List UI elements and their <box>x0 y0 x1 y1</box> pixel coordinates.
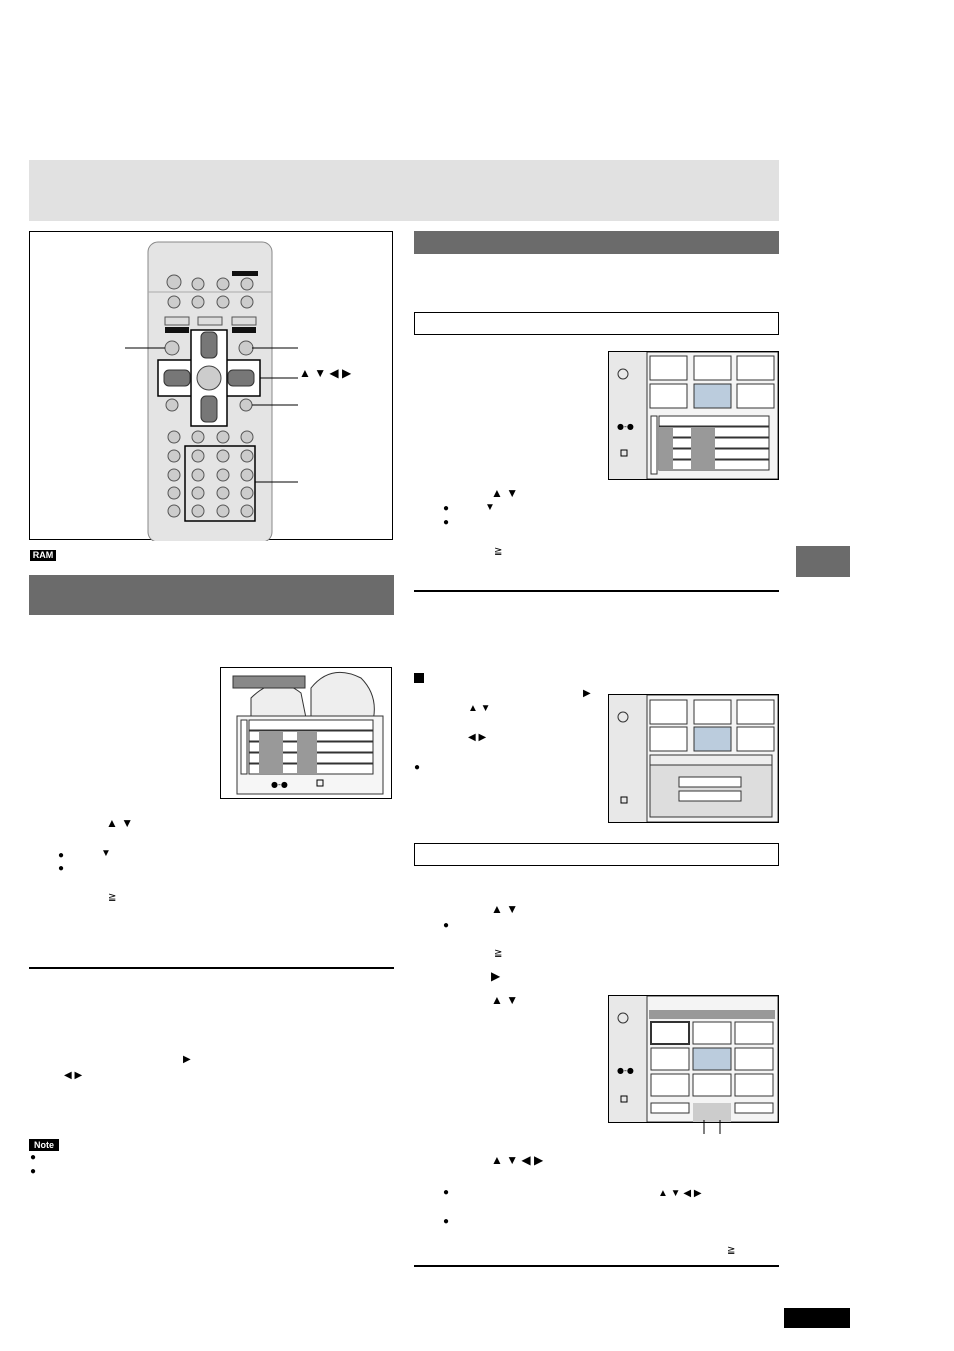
header-band <box>29 160 779 221</box>
chapter-tab <box>796 546 850 577</box>
screen-3-callout-lines <box>703 1120 721 1134</box>
page-number-box <box>784 1308 850 1328</box>
right-right-arrow-2: ▶ <box>491 969 501 983</box>
bullet: ● <box>443 1216 450 1227</box>
menu-screen-illustration: ●-● <box>221 668 391 798</box>
right-up-down-arrows-3: ▲ ▼ <box>491 993 519 1007</box>
left-ge-symbol: ≧ <box>108 892 117 903</box>
right-right-arrow-1: ▶ <box>583 688 591 699</box>
right-four-arrows: ▲ ▼ ◀ ▶ <box>491 1153 544 1167</box>
right-left-right-arrows: ◀ ▶ <box>468 732 487 743</box>
left-up-down-arrows: ▲ ▼ <box>106 816 134 830</box>
right-up-down-arrows-2: ▲ ▼ <box>491 902 519 916</box>
remote-control-illustration <box>125 241 298 543</box>
note-badge: Note <box>29 1139 59 1151</box>
right-down-arrow: ▼ <box>485 502 495 513</box>
right-divider-2 <box>414 1265 779 1267</box>
right-ge-symbol-3: ≧ <box>727 1245 736 1256</box>
right-four-arrows-small: ▲ ▼ ◀ ▶ <box>658 1188 702 1199</box>
dpad-arrows-label: ▲ ▼ ◀ ▶ <box>299 366 352 380</box>
bullet: ● <box>443 1187 450 1198</box>
bullet: ● <box>58 863 65 874</box>
thumbnail-screen-1: ●-● <box>608 351 779 480</box>
ram-badge: RAM <box>30 550 56 561</box>
thumbnail-screen-2-illustration <box>609 694 779 823</box>
right-up-down-arrows-small: ▲ ▼ <box>468 703 491 714</box>
right-subheading-1 <box>414 312 779 335</box>
left-divider <box>29 967 394 969</box>
svg-text:●-●: ●-● <box>617 1066 634 1075</box>
menu-screen-image: ●-● <box>220 667 392 799</box>
bullet: ● <box>443 517 450 528</box>
square-marker <box>414 673 424 683</box>
bullet: ● <box>58 850 65 861</box>
left-right-arrow: ▶ <box>183 1054 191 1065</box>
left-down-arrow: ▼ <box>101 848 111 859</box>
thumbnail-screen-3-illustration: ●-● <box>609 995 779 1123</box>
thumbnail-screen-3: ●-● <box>608 995 779 1123</box>
right-section-header <box>414 231 779 254</box>
thumbnail-screen-1-illustration: ●-● <box>609 351 779 480</box>
note-bullet: ● <box>30 1152 37 1163</box>
right-ge-symbol-1: ≧ <box>494 546 503 557</box>
note-bullet: ● <box>30 1166 37 1177</box>
right-divider-1 <box>414 590 779 592</box>
bullet: ● <box>443 503 450 514</box>
svg-text:●-●: ●-● <box>271 780 288 789</box>
thumbnail-screen-2 <box>608 694 779 823</box>
remote-illustration-frame <box>29 231 393 543</box>
right-up-down-arrows-1: ▲ ▼ <box>491 486 519 500</box>
svg-text:●-●: ●-● <box>617 422 634 431</box>
bullet: ● <box>414 762 421 773</box>
left-section-header <box>29 575 394 615</box>
right-ge-symbol-2: ≧ <box>494 948 503 959</box>
bullet: ● <box>443 920 450 931</box>
right-subheading-2 <box>414 843 779 866</box>
left-left-right-arrows: ◀ ▶ <box>64 1070 83 1081</box>
